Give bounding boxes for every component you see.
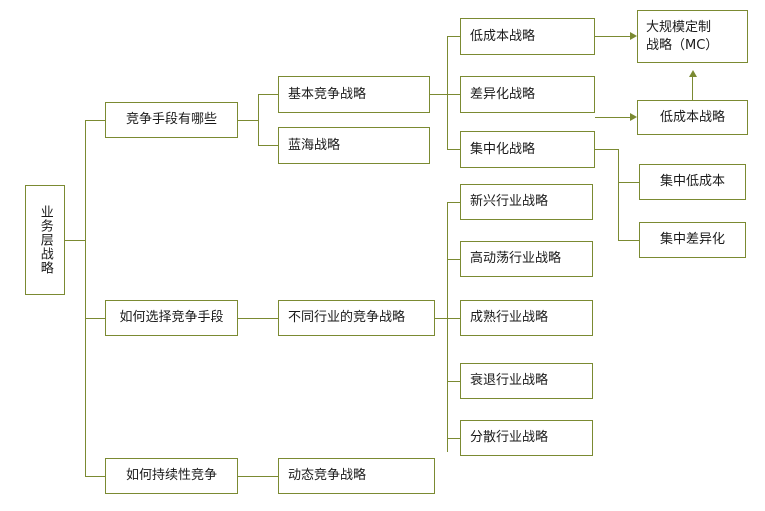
node-mature-industry-strategy[interactable]: 成熟行业战略	[460, 300, 593, 336]
node-label: 高动荡行业战略	[470, 251, 562, 267]
connector-branch2-stub	[238, 318, 278, 319]
arrow-differentiation-to-low-cost	[630, 113, 637, 121]
node-label: 分散行业战略	[470, 430, 549, 446]
connector-branch1-stub	[238, 120, 258, 121]
connector-basic-trunk	[447, 36, 448, 149]
connector-basic-stub	[430, 94, 447, 95]
connector-focus-stub	[595, 149, 618, 150]
node-low-cost-strategy[interactable]: 低成本战略	[460, 18, 595, 55]
node-dynamic-competition-strategy[interactable]: 动态竞争战略	[278, 458, 435, 494]
connector-differentiation-to-low-cost	[595, 117, 631, 118]
connector-focus-trunk	[618, 182, 619, 240]
node-label: 新兴行业战略	[470, 194, 549, 210]
node-label: 衰退行业战略	[470, 373, 549, 389]
connector-low-cost-up-to-mc	[692, 77, 693, 100]
node-focus-strategy[interactable]: 集中化战略	[460, 131, 595, 168]
node-basic-competitive-strategy[interactable]: 基本竞争战略	[278, 76, 430, 113]
connector-root-to-branch-3	[85, 476, 105, 477]
node-label: 低成本战略	[659, 109, 725, 125]
connector-branch1-to-child-2	[258, 145, 278, 146]
node-label: 成熟行业战略	[470, 310, 549, 326]
node-branch-sustained-competition[interactable]: 如何持续性竞争	[105, 458, 238, 494]
node-label: 低成本战略	[470, 28, 536, 44]
node-label: 大规模定制 战略（MC）	[646, 19, 719, 53]
connector-industry-to-fragmented	[447, 438, 460, 439]
node-mass-customization-strategy[interactable]: 大规模定制 战略（MC）	[637, 10, 748, 63]
node-label: 蓝海战略	[288, 137, 341, 153]
connector-industry-to-mature	[447, 318, 460, 319]
node-emerging-industry-strategy[interactable]: 新兴行业战略	[460, 184, 593, 220]
node-label: 基本竞争战略	[288, 86, 367, 102]
arrow-low-cost-up-to-mc	[689, 70, 697, 77]
node-label: 如何持续性竞争	[125, 468, 217, 484]
connector-industry-trunk	[447, 202, 448, 452]
connector-root-stub	[65, 240, 85, 241]
connector-focus-to-focus-differentiation	[618, 240, 639, 241]
connector-industry-to-turbulent	[447, 259, 460, 260]
node-declining-industry-strategy[interactable]: 衰退行业战略	[460, 363, 593, 399]
connector-root-to-branch-1	[85, 120, 105, 121]
connector-low-cost-to-mc	[595, 36, 631, 37]
node-branch-competitive-means[interactable]: 竞争手段有哪些	[105, 102, 238, 138]
connector-industry-to-emerging	[447, 202, 460, 203]
node-focus-low-cost[interactable]: 集中低成本	[639, 164, 746, 200]
connector-basic-to-differentiation	[447, 94, 460, 95]
node-root[interactable]: 业务层战略	[25, 185, 65, 295]
node-label: 集中化战略	[470, 141, 536, 157]
node-outcome-low-cost-strategy[interactable]: 低成本战略	[637, 100, 748, 135]
connector-basic-to-focus	[447, 149, 460, 150]
node-differentiation-strategy[interactable]: 差异化战略	[460, 76, 595, 113]
connector-industry-stub	[435, 318, 447, 319]
node-industry-competitive-strategy[interactable]: 不同行业的竞争战略	[278, 300, 435, 336]
arrow-low-cost-to-mc	[630, 32, 637, 40]
connector-root-trunk	[85, 120, 86, 476]
node-turbulent-industry-strategy[interactable]: 高动荡行业战略	[460, 241, 593, 277]
node-label: 动态竞争战略	[288, 468, 367, 484]
node-branch-how-to-choose[interactable]: 如何选择竞争手段	[105, 300, 238, 336]
connector-focus-trunk-up	[618, 149, 619, 183]
node-label: 集中低成本	[659, 174, 725, 190]
connector-branch1-trunk	[258, 94, 259, 145]
connector-basic-to-low-cost	[447, 36, 460, 37]
connector-industry-to-declining	[447, 381, 460, 382]
node-root-label: 业务层战略	[37, 205, 53, 275]
connector-branch3-stub	[238, 476, 278, 477]
node-label: 不同行业的竞争战略	[288, 310, 406, 326]
node-label: 集中差异化	[659, 232, 725, 248]
node-label: 如何选择竞争手段	[119, 310, 224, 326]
node-label: 竞争手段有哪些	[125, 112, 217, 128]
node-blue-ocean-strategy[interactable]: 蓝海战略	[278, 127, 430, 164]
connector-root-to-branch-2	[85, 318, 105, 319]
connector-focus-to-focus-low-cost	[618, 182, 639, 183]
node-focus-differentiation[interactable]: 集中差异化	[639, 222, 746, 258]
connector-branch1-to-child-1	[258, 94, 278, 95]
node-fragmented-industry-strategy[interactable]: 分散行业战略	[460, 420, 593, 456]
node-label: 差异化战略	[470, 86, 536, 102]
